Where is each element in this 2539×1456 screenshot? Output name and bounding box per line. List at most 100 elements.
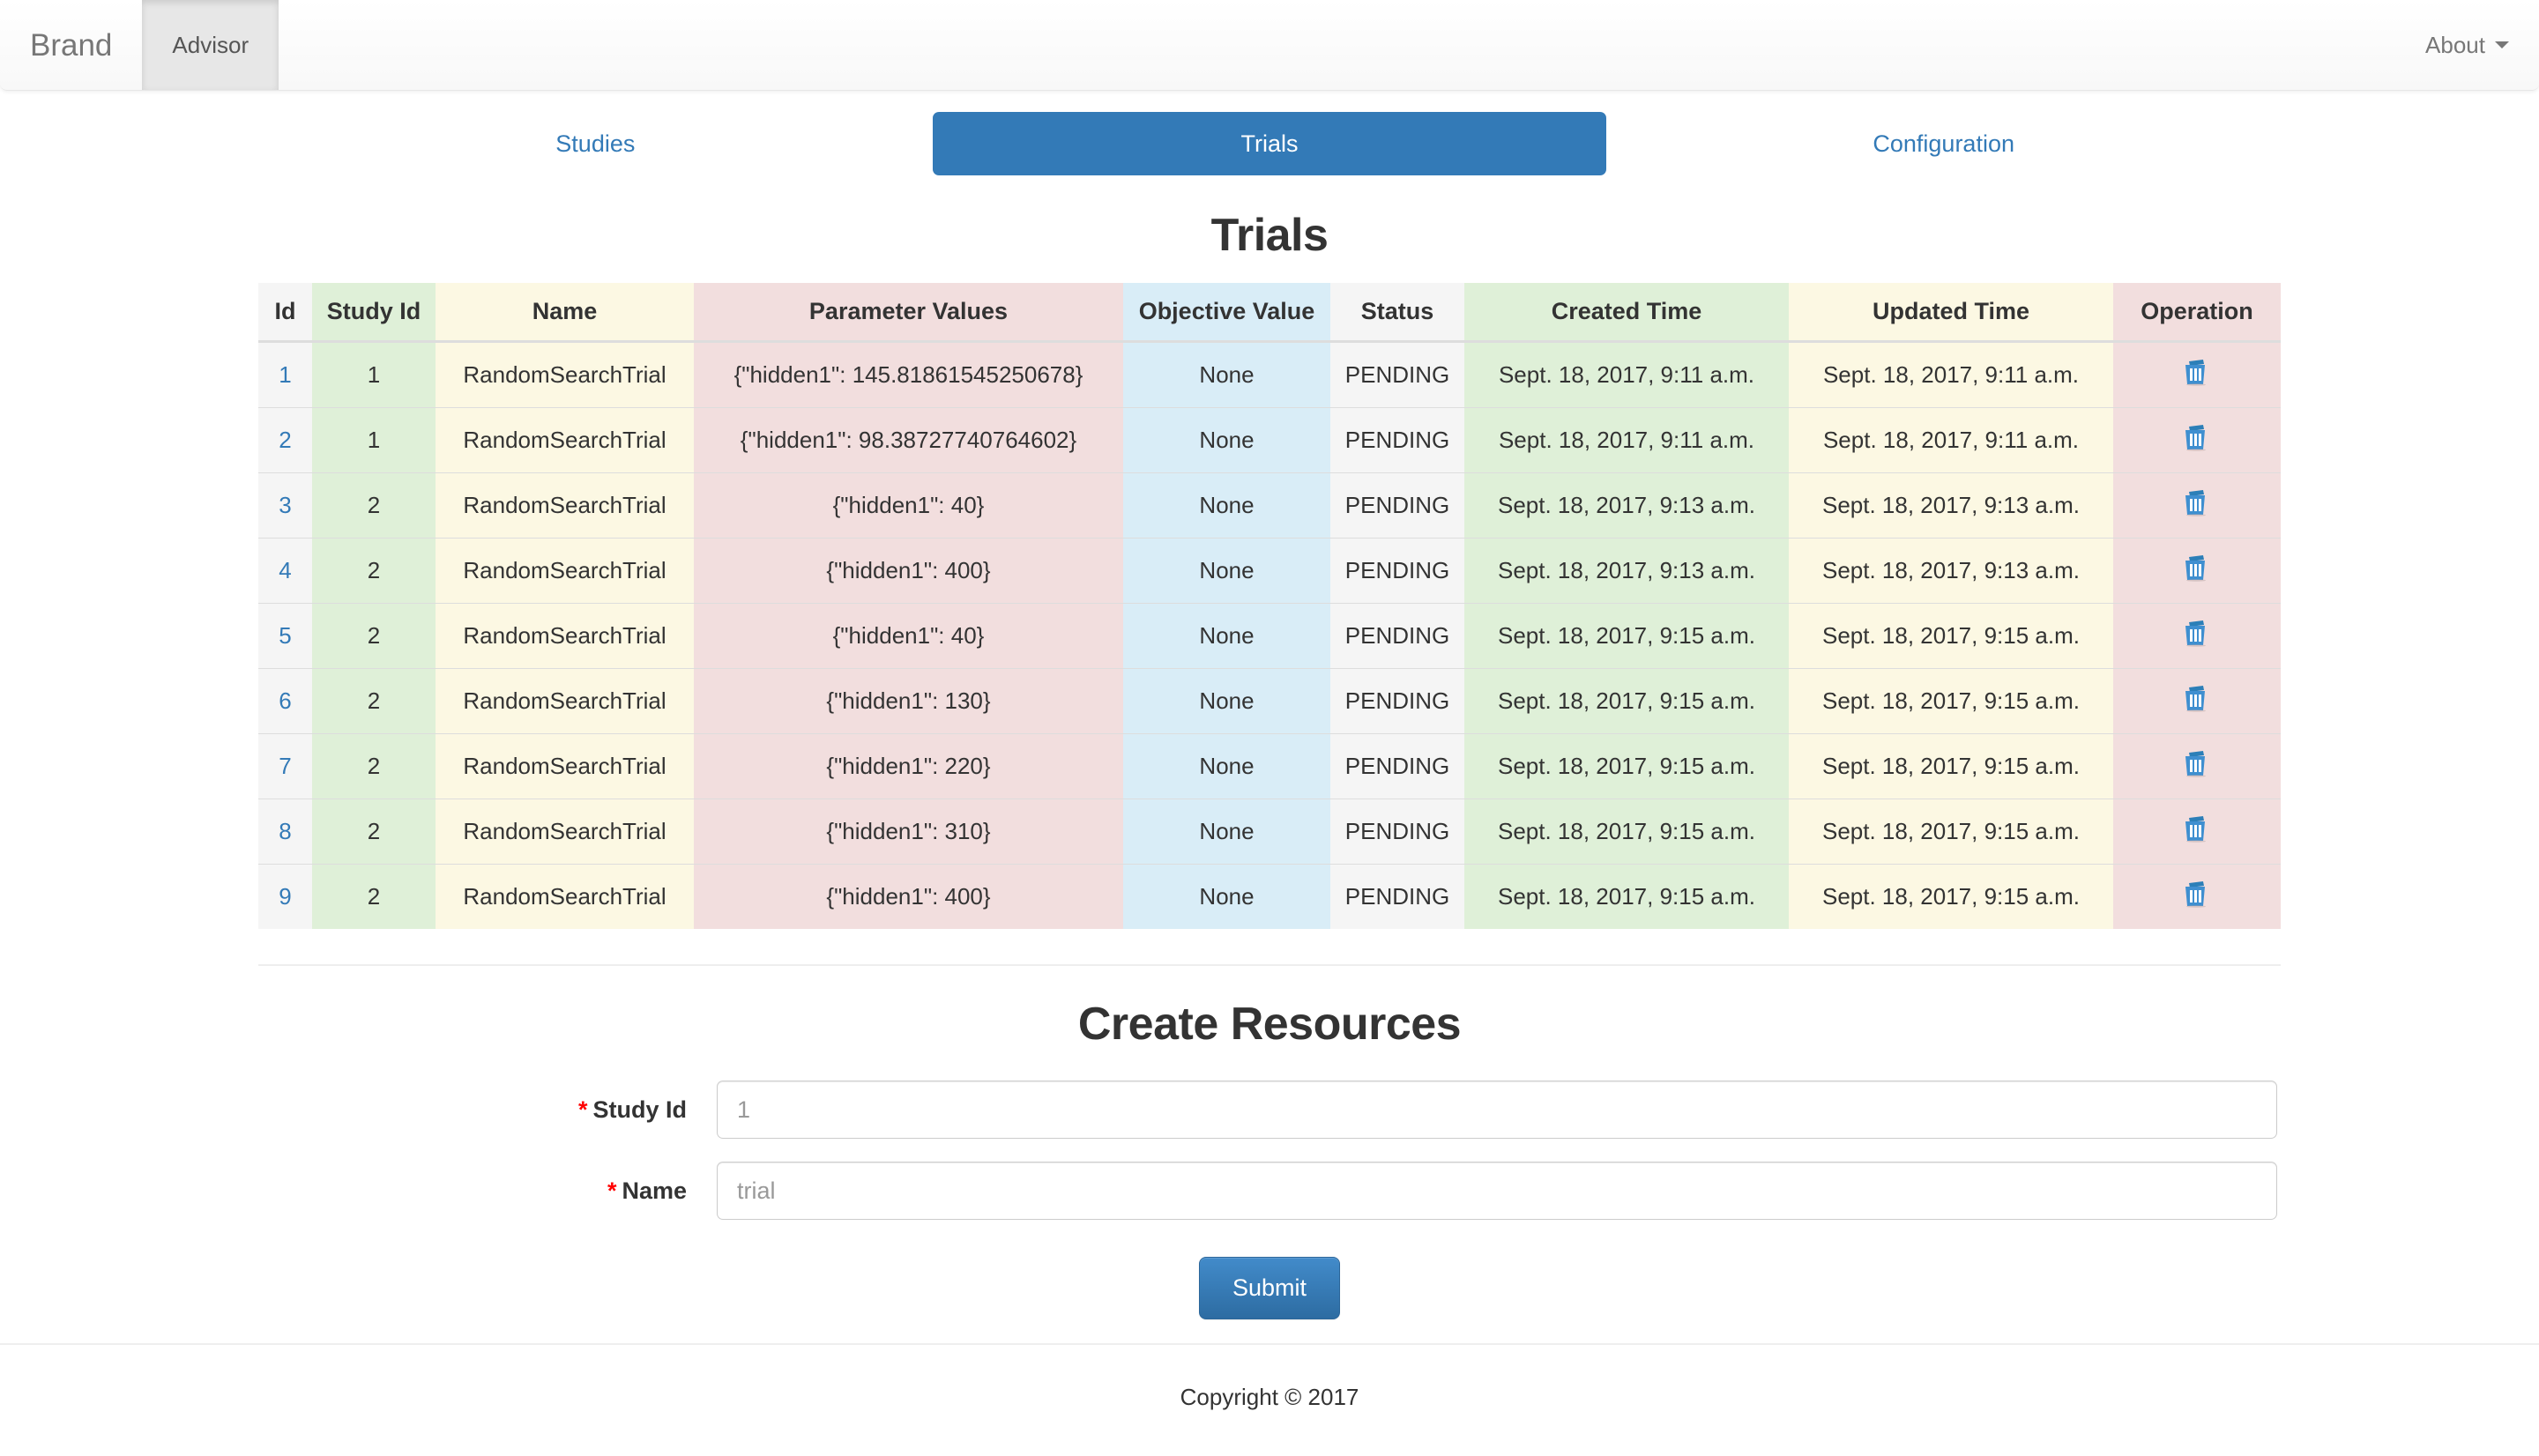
cell-objective-value: None [1123, 472, 1330, 539]
required-marker: * [607, 1177, 617, 1204]
trial-id-link[interactable]: 1 [279, 361, 292, 389]
cell-name: RandomSearchTrial [436, 733, 694, 799]
trash-icon [2185, 816, 2206, 843]
cell-id: 4 [258, 538, 312, 604]
label-study-id-text: Study Id [592, 1096, 688, 1123]
cell-study-id: 2 [312, 603, 436, 669]
cell-parameter-values: {"hidden1": 40} [694, 603, 1123, 669]
column-header-parameter-values[interactable]: Parameter Values [694, 283, 1123, 344]
cell-objective-value: None [1123, 341, 1330, 408]
cell-objective-value: None [1123, 407, 1330, 473]
tab-studies[interactable]: Studies [555, 130, 636, 157]
cell-updated-time: Sept. 18, 2017, 9:15 a.m. [1789, 864, 2113, 930]
delete-trial-button[interactable] [2184, 423, 2210, 452]
cell-operation [2113, 864, 2281, 930]
cell-status: PENDING [1330, 341, 1464, 408]
cell-operation [2113, 472, 2281, 539]
cell-created-time: Sept. 18, 2017, 9:15 a.m. [1464, 668, 1789, 734]
label-name: *Name [258, 1177, 717, 1205]
trial-id-link[interactable]: 8 [279, 818, 292, 845]
column-header-status[interactable]: Status [1330, 283, 1464, 344]
tab-trials[interactable]: Trials [932, 112, 1607, 176]
column-header-updated-time[interactable]: Updated Time [1789, 283, 2113, 344]
study-id-input[interactable] [717, 1081, 2277, 1140]
cell-id: 5 [258, 603, 312, 669]
nav-about-dropdown[interactable]: About [2395, 0, 2539, 90]
delete-trial-button[interactable] [2184, 684, 2210, 713]
name-input[interactable] [717, 1162, 2277, 1221]
column-header-operation[interactable]: Operation [2113, 283, 2281, 344]
trial-id-link[interactable]: 4 [279, 557, 292, 584]
cell-created-time: Sept. 18, 2017, 9:11 a.m. [1464, 341, 1789, 408]
page-container: Studies Trials Configuration Trials Id S [258, 112, 2281, 1319]
submit-button[interactable]: Submit [1198, 1257, 1341, 1319]
cell-status: PENDING [1330, 407, 1464, 473]
trial-id-link[interactable]: 3 [279, 492, 292, 519]
delete-trial-button[interactable] [2184, 814, 2210, 843]
cell-name: RandomSearchTrial [436, 407, 694, 473]
delete-trial-button[interactable] [2184, 488, 2210, 517]
trials-table-head: Id Study Id Name Parameter Values Object… [258, 283, 2281, 344]
cell-id: 7 [258, 733, 312, 799]
trial-id-link[interactable]: 6 [279, 687, 292, 715]
cell-study-id: 2 [312, 668, 436, 734]
cell-objective-value: None [1123, 733, 1330, 799]
cell-updated-time: Sept. 18, 2017, 9:13 a.m. [1789, 538, 2113, 604]
cell-operation [2113, 799, 2281, 865]
delete-trial-button[interactable] [2184, 619, 2210, 648]
cell-created-time: Sept. 18, 2017, 9:15 a.m. [1464, 799, 1789, 865]
label-study-id: *Study Id [258, 1096, 717, 1124]
column-header-name[interactable]: Name [436, 283, 694, 344]
cell-name: RandomSearchTrial [436, 538, 694, 604]
cell-parameter-values: {"hidden1": 98.38727740764602} [694, 407, 1123, 473]
cell-study-id: 2 [312, 472, 436, 539]
cell-objective-value: None [1123, 864, 1330, 930]
cell-created-time: Sept. 18, 2017, 9:13 a.m. [1464, 472, 1789, 539]
delete-trial-button[interactable] [2184, 749, 2210, 778]
cell-study-id: 2 [312, 864, 436, 930]
column-header-objective-value[interactable]: Objective Value [1123, 283, 1330, 344]
cell-status: PENDING [1330, 668, 1464, 734]
cell-id: 3 [258, 472, 312, 539]
cell-objective-value: None [1123, 668, 1330, 734]
navbar-brand[interactable]: Brand [30, 27, 113, 63]
nav-item-advisor[interactable]: Advisor [142, 0, 279, 90]
trial-id-link[interactable]: 9 [279, 883, 292, 910]
trial-id-link[interactable]: 7 [279, 753, 292, 780]
trash-icon [2185, 555, 2206, 583]
section-divider [258, 964, 2281, 967]
cell-created-time: Sept. 18, 2017, 9:13 a.m. [1464, 538, 1789, 604]
trash-icon [2185, 490, 2206, 517]
table-row: 4 2 RandomSearchTrial {"hidden1": 400} N… [258, 538, 2281, 604]
cell-updated-time: Sept. 18, 2017, 9:15 a.m. [1789, 668, 2113, 734]
required-marker: * [577, 1096, 588, 1123]
cell-parameter-values: {"hidden1": 310} [694, 799, 1123, 865]
cell-study-id: 2 [312, 733, 436, 799]
column-header-study-id[interactable]: Study Id [312, 283, 436, 344]
column-header-created-time[interactable]: Created Time [1464, 283, 1789, 344]
cell-operation [2113, 341, 2281, 408]
tab-configuration[interactable]: Configuration [1873, 130, 2014, 157]
footer-copyright: Copyright © 2017 [1180, 1384, 1359, 1410]
column-header-id[interactable]: Id [258, 283, 312, 344]
trial-id-link[interactable]: 5 [279, 622, 292, 650]
cell-status: PENDING [1330, 472, 1464, 539]
label-name-text: Name [622, 1177, 687, 1204]
cell-updated-time: Sept. 18, 2017, 9:15 a.m. [1789, 603, 2113, 669]
cell-id: 9 [258, 864, 312, 930]
delete-trial-button[interactable] [2184, 880, 2210, 909]
cell-status: PENDING [1330, 799, 1464, 865]
trial-id-link[interactable]: 2 [279, 427, 292, 454]
delete-trial-button[interactable] [2184, 553, 2210, 583]
cell-updated-time: Sept. 18, 2017, 9:11 a.m. [1789, 341, 2113, 408]
cell-status: PENDING [1330, 538, 1464, 604]
table-row: 9 2 RandomSearchTrial {"hidden1": 400} N… [258, 864, 2281, 930]
cell-created-time: Sept. 18, 2017, 9:15 a.m. [1464, 603, 1789, 669]
delete-trial-button[interactable] [2184, 358, 2210, 387]
table-row: 2 1 RandomSearchTrial {"hidden1": 98.387… [258, 407, 2281, 473]
cell-parameter-values: {"hidden1": 220} [694, 733, 1123, 799]
cell-name: RandomSearchTrial [436, 603, 694, 669]
cell-name: RandomSearchTrial [436, 668, 694, 734]
cell-parameter-values: {"hidden1": 400} [694, 864, 1123, 930]
caret-down-icon [2495, 41, 2509, 48]
